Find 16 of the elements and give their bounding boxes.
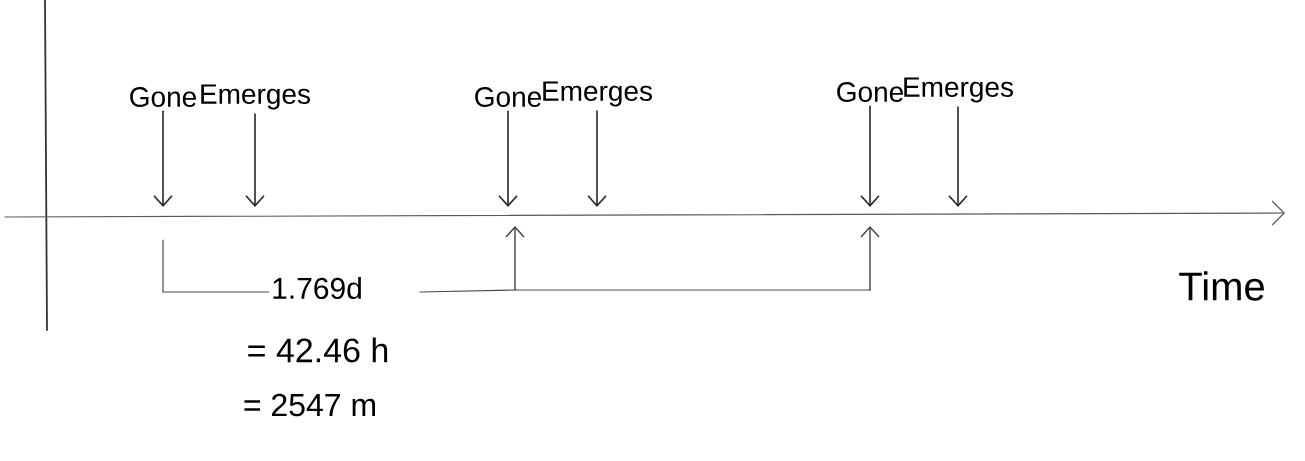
event-label: Gone — [130, 87, 196, 107]
arrow — [587, 110, 607, 207]
duration-label: = 42.46 h — [244, 335, 392, 365]
axis-label: Time — [1176, 269, 1268, 303]
arrow — [948, 106, 968, 207]
event-label: Emerges — [543, 81, 652, 107]
event-label: Gone — [837, 82, 903, 102]
duration-label: = 2547 m — [240, 391, 380, 419]
arrow — [498, 110, 518, 207]
arrow — [153, 110, 173, 207]
event-label: Emerges — [201, 84, 310, 110]
event-label: Emerges — [904, 77, 1013, 103]
event-label: Gone — [475, 87, 541, 107]
arrow — [860, 105, 880, 207]
duration-label: 1.769d — [269, 275, 365, 301]
arrow — [245, 113, 265, 207]
